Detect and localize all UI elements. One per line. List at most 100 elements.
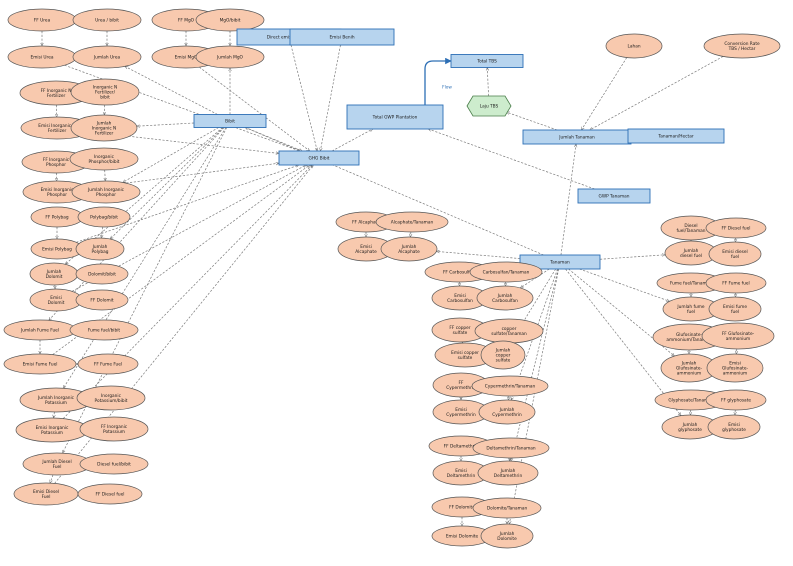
node-label: FF MgO: [178, 18, 195, 24]
node-ff-fume-t[interactable]: FF Fume fuel: [705, 272, 767, 294]
node-cypermethrin-tanaman[interactable]: Cypermethrin/Tanaman: [471, 375, 549, 397]
node-jumlah-tanaman[interactable]: Jumlah Tanaman: [522, 129, 632, 145]
node-shape: [70, 78, 140, 106]
node-label: Bibit: [225, 119, 235, 125]
node-tanaman[interactable]: Tanaman: [519, 254, 601, 270]
node-shape: [69, 147, 139, 171]
node-deltamethrin-tanaman[interactable]: Deltamethrin/Tanaman: [472, 437, 550, 459]
node-shape: [472, 497, 542, 519]
node-ff-fume-fuel[interactable]: FF Fume Fuel: [77, 353, 139, 375]
node-emisi-benih[interactable]: Emisi Benih: [289, 28, 395, 46]
node-emisi-fume-fuel[interactable]: Emisi Fume Fuel: [3, 353, 77, 375]
node-label: Jumlah: [46, 269, 62, 275]
node-emisi-urea[interactable]: Emisi Urea: [7, 45, 77, 69]
node-urea-bibit[interactable]: Urea / bibit: [72, 8, 142, 32]
node-jumlah-fume-fuel[interactable]: Jumlah Fume Fuel: [3, 319, 77, 341]
node-shape: [476, 285, 534, 311]
node-lahan[interactable]: Lahan: [605, 33, 663, 59]
node-ff-dolomit[interactable]: FF Dolomit: [75, 289, 129, 311]
node-dolomit-bibit[interactable]: Dolomit/bibit: [75, 263, 129, 285]
flow-arrow: [424, 57, 452, 105]
node-shape: [605, 33, 663, 59]
node-shape: [708, 241, 762, 267]
node-ff-glufo[interactable]: FF Glufosinate-ammonium: [701, 322, 775, 350]
node-label: Diesel fuel/bibit: [97, 462, 131, 468]
node-shape: [466, 95, 512, 117]
node-tanaman-hectar[interactable]: Tanaman/Hectar: [627, 128, 725, 144]
node-shape: [708, 296, 762, 322]
node-ff-urea[interactable]: FF Urea: [7, 8, 77, 32]
node-label: MgO/bibit: [220, 18, 241, 24]
node-total-gwp[interactable]: Total GWP Plantation: [346, 104, 444, 130]
node-jumlah-mgo[interactable]: Jumlah MgO: [195, 45, 265, 69]
node-label: Urea / bibit: [95, 18, 119, 24]
node-label: GWP Tanaman: [599, 194, 630, 200]
edge-tanaman-to-bibit: [245, 127, 544, 256]
node-shape: [577, 188, 651, 204]
edge-emisi_polybag-to-ghg_bibit: [76, 165, 299, 243]
node-label: Emisi: [729, 360, 741, 366]
node-mgo-bibit[interactable]: MgO/bibit: [195, 8, 265, 32]
node-gwp-tanaman[interactable]: GWP Tanaman: [577, 188, 651, 204]
flow-layer: Flow: [424, 57, 452, 105]
node-bibit[interactable]: Bibit: [193, 114, 267, 128]
node-ff-diesel-t[interactable]: FF Diesel fuel: [705, 217, 767, 239]
node-alcaphate-tanaman[interactable]: Alcaphate/Tanaman: [375, 211, 449, 233]
node-jumlah-urea[interactable]: Jumlah Urea: [72, 45, 142, 69]
node-label: Emisi: [728, 422, 740, 428]
node-ff-polybag[interactable]: FF Polybag: [30, 206, 84, 228]
edge-tanaman-to-jumlah_diesel_t: [599, 255, 665, 260]
node-label: Emisi copper: [451, 350, 479, 356]
node-carbosulfan-tanaman[interactable]: Carbosulfan/Tanaman: [469, 261, 543, 283]
node-label: Fuel: [53, 464, 62, 470]
node-ff-diesel[interactable]: FF Diesel fuel: [77, 483, 143, 505]
node-label: glyphosate: [722, 427, 746, 433]
node-ghg-bibit[interactable]: GHG Bibit: [278, 150, 360, 166]
edge-bibit-to-ghg_bibit: [245, 127, 303, 152]
node-fume-fuel-bibit[interactable]: Fume fuel/bibit: [69, 319, 139, 341]
node-label: Glufosinate-: [676, 332, 703, 338]
node-label: Jumlah: [499, 407, 515, 413]
node-diesel-bibit[interactable]: Diesel fuel/bibit: [79, 453, 149, 475]
node-label: Jumlah Inorganic: [37, 395, 75, 401]
node-ff-glypho[interactable]: FF glyphosate: [705, 389, 767, 411]
node-label: Jumlah: [495, 347, 511, 353]
node-total-tbs[interactable]: Total TBS: [450, 54, 524, 68]
node-dolomite-tanaman[interactable]: Dolomite/Tanaman: [472, 497, 542, 519]
node-emisi-polybag[interactable]: Emisi Polybag: [30, 238, 84, 260]
node-polybag-bibit[interactable]: Polybag/bibit: [77, 206, 131, 228]
node-laju-tbs[interactable]: Laju TBS: [466, 95, 512, 117]
